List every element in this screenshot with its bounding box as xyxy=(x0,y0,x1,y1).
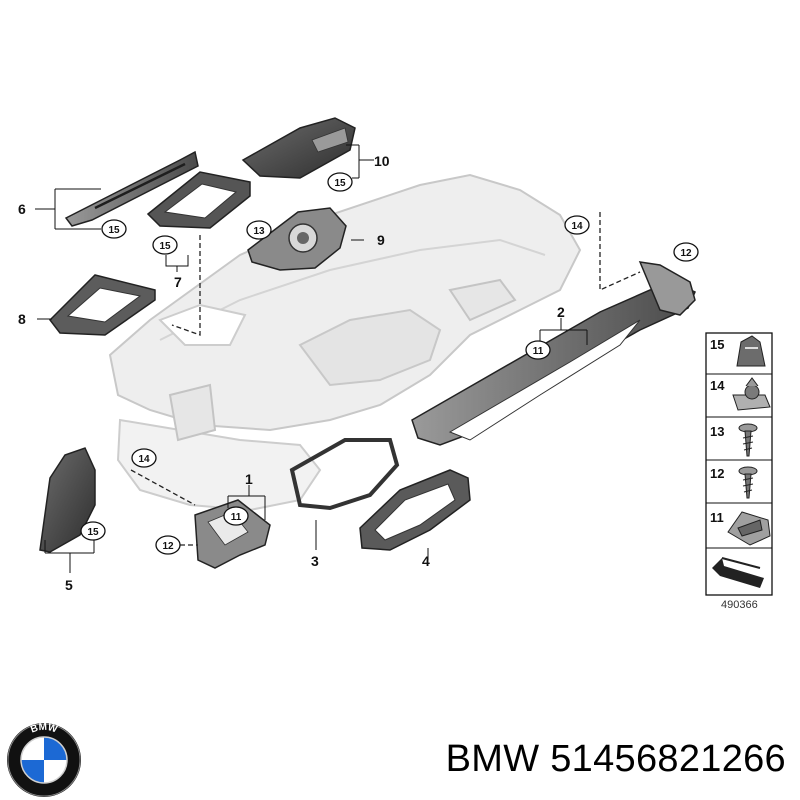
legend-row-14: 14 xyxy=(710,377,771,411)
svg-text:15: 15 xyxy=(334,178,346,189)
part-3-frame xyxy=(289,438,400,511)
callout-10: 10 xyxy=(374,153,390,169)
callout-6: 6 xyxy=(18,201,26,217)
svg-text:15: 15 xyxy=(710,337,724,352)
clip-icon xyxy=(727,511,771,546)
svg-text:13: 13 xyxy=(710,424,724,439)
callout-7: 7 xyxy=(174,274,182,290)
circled-callouts: 15 15 15 15 13 14 14 12 xyxy=(80,172,699,555)
part-9-bracket xyxy=(247,207,347,271)
dashed-lines xyxy=(130,212,641,546)
circled-12-a: 12 xyxy=(673,242,699,262)
part-5-side-cover xyxy=(39,447,96,553)
svg-text:11: 11 xyxy=(231,512,242,523)
svg-text:14: 14 xyxy=(710,378,725,393)
part-6-strip xyxy=(64,150,199,227)
logo-text: BMW xyxy=(29,722,59,736)
circled-15-a: 15 xyxy=(101,219,127,239)
callout-8: 8 xyxy=(18,311,26,327)
circled-11-b: 11 xyxy=(223,506,249,526)
svg-text:15: 15 xyxy=(87,527,99,538)
svg-text:13: 13 xyxy=(253,226,265,237)
diagram-id: 490366 xyxy=(721,599,758,611)
callout-4: 4 xyxy=(422,553,430,569)
part-number-caption: BMW 51456821266 xyxy=(445,738,786,780)
svg-text:14: 14 xyxy=(571,221,583,232)
callout-9: 9 xyxy=(377,232,385,248)
circled-14-a: 14 xyxy=(564,215,590,235)
part-2-trim xyxy=(411,261,696,446)
part-4-surround xyxy=(359,469,471,551)
screw-icon xyxy=(738,466,758,499)
circled-15-b: 15 xyxy=(152,235,178,255)
spring-nut-icon xyxy=(732,377,771,411)
part-8-frame xyxy=(49,274,156,336)
svg-text:12: 12 xyxy=(680,248,692,259)
circled-15-d: 15 xyxy=(80,521,106,541)
clip-nut-icon xyxy=(736,335,766,367)
callout-1: 1 xyxy=(245,471,253,487)
svg-text:11: 11 xyxy=(710,510,724,525)
arrow-icon xyxy=(712,557,764,588)
leader-lines xyxy=(35,144,588,573)
legend-row-12: 12 xyxy=(710,466,758,499)
circled-13: 13 xyxy=(246,220,272,240)
svg-text:11: 11 xyxy=(533,346,544,357)
callout-3: 3 xyxy=(311,553,319,569)
circled-12-b: 12 xyxy=(155,535,181,555)
callout-2: 2 xyxy=(557,304,565,320)
svg-text:15: 15 xyxy=(108,225,120,236)
legend-row-13: 13 xyxy=(710,423,758,457)
screw-icon xyxy=(738,423,758,457)
svg-text:12: 12 xyxy=(710,466,724,481)
svg-text:BMW: BMW xyxy=(29,722,59,736)
bmw-logo: BMW xyxy=(7,722,81,797)
part-7-frame xyxy=(146,171,251,229)
part-10-cover xyxy=(241,117,356,179)
circled-14-b: 14 xyxy=(131,448,157,468)
dashboard-body xyxy=(108,173,582,512)
circled-15-c: 15 xyxy=(327,172,353,192)
svg-text:15: 15 xyxy=(159,241,171,252)
legend-row-15: 15 xyxy=(710,335,766,367)
svg-text:12: 12 xyxy=(162,541,174,552)
fastener-legend: 15 14 13 12 xyxy=(705,332,773,596)
legend-row-11: 11 xyxy=(710,510,771,546)
svg-text:14: 14 xyxy=(138,454,150,465)
callout-5: 5 xyxy=(65,577,73,593)
legend-row-arrow xyxy=(712,557,764,588)
circled-11-a: 11 xyxy=(525,340,551,360)
